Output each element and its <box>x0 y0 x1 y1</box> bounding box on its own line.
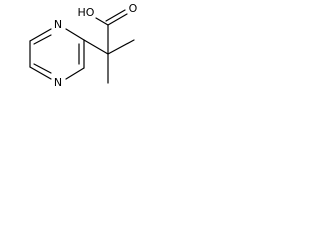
bond-ring-n4-c5-outer <box>29 66 52 80</box>
bond-ring-n1-c2 <box>65 28 85 41</box>
ring-nitrogen-bottom-label: N <box>54 76 62 89</box>
bond-carboxyl-c-oh <box>95 17 109 26</box>
isobutyric-acid-group: HO O <box>78 2 138 84</box>
bond-ring-c6-n1-double-outer <box>29 28 52 42</box>
hydroxyl-label: HO <box>78 6 95 19</box>
bond-methyl-2 <box>107 39 135 55</box>
bond-carbonyl-outer <box>107 13 128 26</box>
bond-ring-to-quaternary-c <box>83 39 109 55</box>
pyrazine-ring: N N <box>29 18 85 89</box>
chemical-structure: N N HO O <box>29 2 138 89</box>
bond-carbonyl-inner <box>105 9 126 22</box>
carbonyl-oxygen-label: O <box>129 2 138 15</box>
bond-ring-n4-c5-inner <box>33 63 52 74</box>
ring-nitrogen-top-label: N <box>54 18 62 31</box>
bond-ring-c6-n1-double-inner <box>33 34 52 45</box>
bond-ring-c3-n4 <box>65 67 85 80</box>
